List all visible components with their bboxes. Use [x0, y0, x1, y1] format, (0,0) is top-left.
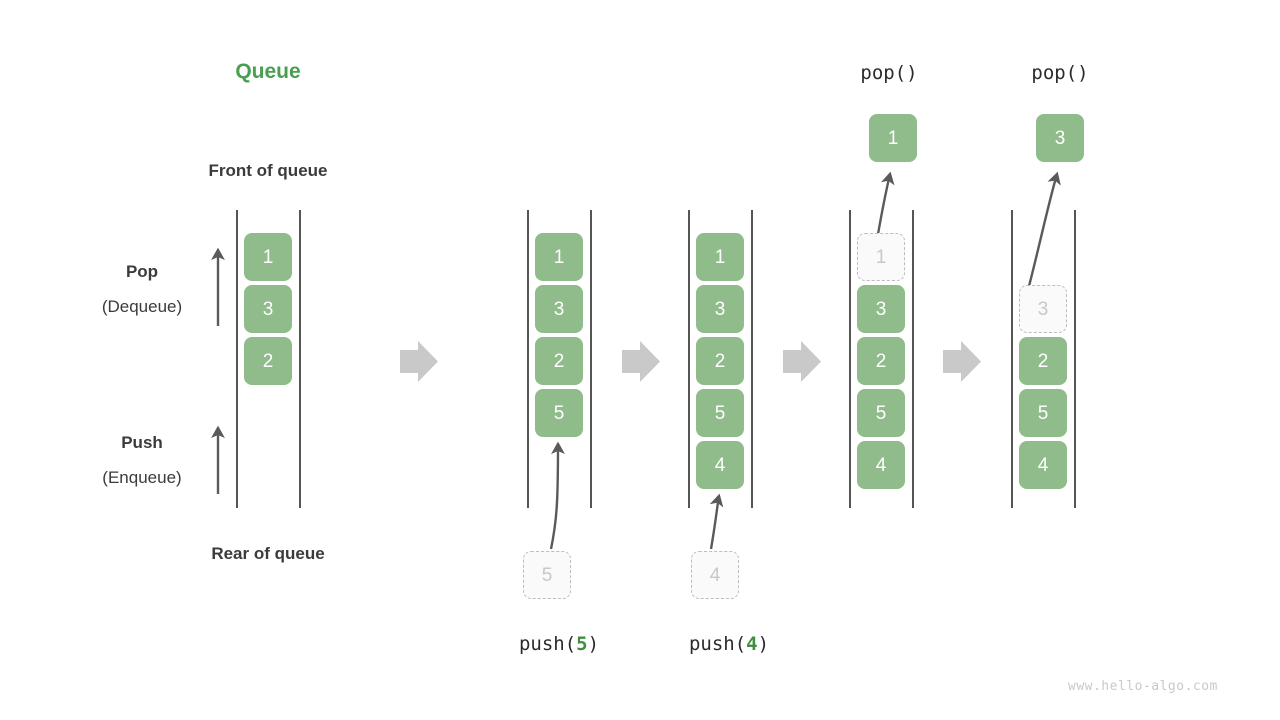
- cell-stage2-3: 5: [696, 389, 744, 437]
- cell-stage0-0: 1: [244, 233, 292, 281]
- rail-right-stage1: [590, 210, 592, 508]
- transition-arrow-1: [400, 341, 438, 382]
- transition-arrow-2: [622, 341, 660, 382]
- rear-of-queue-label: Rear of queue: [211, 544, 325, 563]
- cell-stage2-2: 2: [696, 337, 744, 385]
- transition-arrow-3: [783, 341, 821, 382]
- rail-right-stage3: [912, 210, 914, 508]
- cell-stage1-0: 1: [535, 233, 583, 281]
- front-of-queue-label: Front of queue: [208, 161, 328, 180]
- cell-stage0-2: 2: [244, 337, 292, 385]
- cell-stage4-2: 4: [1019, 441, 1067, 489]
- rail-left-stage4: [1011, 210, 1013, 508]
- pop-3-label: pop(): [1031, 62, 1089, 84]
- rail-right-stage2: [751, 210, 753, 508]
- cell-stage2-0: 1: [696, 233, 744, 281]
- pop-sublabel: (Dequeue): [101, 297, 183, 316]
- push-5-arg: 5: [576, 633, 588, 655]
- popped-cell-3: 3: [1036, 114, 1084, 162]
- cell-stage3-2: 5: [857, 389, 905, 437]
- push-label: Push: [121, 433, 163, 452]
- cell-stage4-1: 5: [1019, 389, 1067, 437]
- push-5-prefix: push(: [518, 633, 577, 655]
- cell-stage4-0: 2: [1019, 337, 1067, 385]
- cell-stage3-3: 4: [857, 441, 905, 489]
- rail-right-stage4: [1074, 210, 1076, 508]
- push-5-suffix: ): [587, 633, 600, 655]
- ghost-cell-stage4: 3: [1019, 285, 1067, 333]
- ghost-cell-stage3: 1: [857, 233, 905, 281]
- diagram-title: Queue: [235, 60, 301, 83]
- pop-3-motion-arrow: [1026, 171, 1061, 291]
- cell-stage1-3: 5: [535, 389, 583, 437]
- cell-stage3-0: 3: [857, 285, 905, 333]
- push-4-prefix: push(: [688, 633, 747, 655]
- push-4-label: push(4): [654, 633, 804, 655]
- watermark: www.hello-algo.com: [1068, 679, 1218, 694]
- rail-left-stage2: [688, 210, 690, 508]
- cell-stage1-1: 3: [535, 285, 583, 333]
- cell-stage0-1: 3: [244, 285, 292, 333]
- cell-stage1-2: 2: [535, 337, 583, 385]
- pop-1-label: pop(): [860, 62, 918, 84]
- transition-arrow-4: [943, 341, 981, 382]
- cell-stage2-1: 3: [696, 285, 744, 333]
- cell-stage2-4: 4: [696, 441, 744, 489]
- rail-left-stage0: [236, 210, 238, 508]
- push-5-label: push(5): [484, 633, 634, 655]
- incoming-cell-4: 4: [691, 551, 739, 599]
- push-5-motion-arrow: [549, 441, 565, 550]
- pop-label: Pop: [125, 262, 159, 281]
- push-sublabel: (Enqueue): [102, 468, 182, 487]
- rail-left-stage3: [849, 210, 851, 508]
- incoming-cell-5: 5: [523, 551, 571, 599]
- push-4-arg: 4: [746, 633, 758, 655]
- rail-left-stage1: [527, 210, 529, 508]
- push-4-motion-arrow: [709, 493, 724, 550]
- rail-right-stage0: [299, 210, 301, 508]
- push-4-suffix: ): [757, 633, 770, 655]
- popped-cell-1: 1: [869, 114, 917, 162]
- cell-stage3-1: 2: [857, 337, 905, 385]
